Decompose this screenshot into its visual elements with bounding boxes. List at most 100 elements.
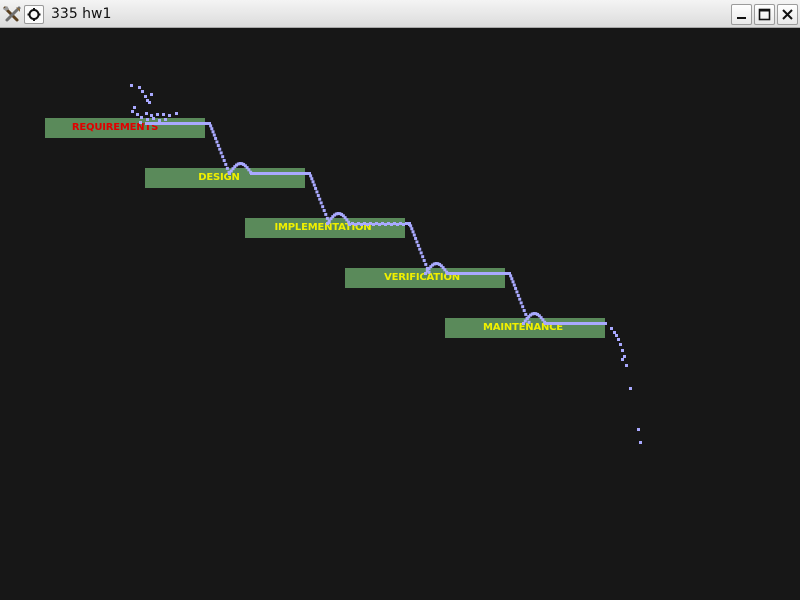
water-particle (175, 112, 178, 115)
water-particle (268, 172, 271, 175)
water-particle (441, 266, 445, 270)
water-particle (225, 166, 229, 170)
water-particle (292, 172, 295, 175)
water-particle (534, 312, 538, 316)
water-particle (539, 316, 543, 320)
window-title: 335 hw1 (51, 6, 112, 22)
water-particle (215, 140, 219, 144)
water-particle (329, 217, 333, 221)
water-particle (228, 172, 231, 175)
water-particle (562, 322, 565, 325)
water-particle (488, 272, 491, 275)
water-particle (485, 272, 488, 275)
water-particle (556, 322, 559, 325)
water-particle (175, 122, 178, 125)
water-particle (510, 277, 514, 281)
water-particle (574, 322, 577, 325)
water-particle (256, 172, 259, 175)
water-particle (148, 101, 151, 104)
water-particle (160, 122, 163, 125)
water-particle (419, 251, 423, 255)
water-particle (162, 113, 165, 116)
water-particle (309, 174, 313, 178)
water-particle (214, 136, 218, 140)
water-particle (343, 216, 347, 220)
water-particle (511, 280, 515, 284)
water-particle (259, 172, 262, 175)
water-particle (637, 428, 640, 431)
water-particle (163, 122, 166, 125)
water-particle (399, 222, 402, 225)
water-particle (421, 255, 425, 259)
water-particle (443, 268, 447, 272)
water-particle (148, 122, 151, 125)
water-particle (516, 294, 520, 298)
waterfall-canvas[interactable]: REQUIREMENTS DESIGN IMPLEMENTATION VERIF… (0, 28, 800, 600)
water-particle (412, 233, 416, 237)
water-particle (405, 222, 408, 225)
water-particle (446, 272, 449, 275)
water-particle (601, 322, 604, 325)
water-particle (130, 84, 133, 87)
water-particle (324, 212, 328, 216)
water-particle (414, 236, 418, 240)
water-particle (577, 322, 580, 325)
maximize-button[interactable] (754, 4, 775, 25)
water-particle (470, 272, 473, 275)
water-particle (316, 194, 320, 198)
water-particle (216, 144, 220, 148)
water-particle (140, 116, 143, 119)
water-particle (523, 319, 527, 323)
water-particle (427, 270, 431, 274)
water-particle (550, 322, 553, 325)
title-bar[interactable]: 335 hw1 (0, 0, 800, 28)
water-particle (424, 272, 427, 275)
water-particle (458, 272, 461, 275)
water-particle (615, 334, 618, 337)
window-menu-icon[interactable] (24, 5, 44, 24)
close-button[interactable] (777, 4, 798, 25)
water-particle (199, 122, 202, 125)
water-particle (208, 122, 211, 125)
water-particle (424, 262, 428, 266)
water-particle (253, 172, 256, 175)
water-particle (508, 272, 511, 275)
water-particle (310, 177, 314, 181)
water-particle (452, 272, 455, 275)
water-particle (145, 122, 148, 125)
water-particle (571, 322, 574, 325)
water-particle (604, 322, 607, 325)
water-particle (522, 322, 525, 325)
water-particle (319, 201, 323, 205)
water-particle (321, 205, 325, 209)
water-particle (418, 247, 422, 251)
water-particle (464, 272, 467, 275)
water-particle (354, 223, 357, 226)
water-particle (518, 297, 522, 301)
tools-icon[interactable] (2, 5, 22, 25)
water-particle (211, 130, 215, 134)
stage-label-verification: VERIFICATION (384, 272, 460, 283)
water-particle (338, 212, 342, 216)
water-particle (583, 322, 586, 325)
water-particle (415, 240, 419, 244)
water-particle (565, 322, 568, 325)
water-particle (345, 218, 349, 222)
water-particle (210, 127, 214, 131)
water-particle (432, 262, 436, 266)
water-particle (304, 172, 307, 175)
water-particle (393, 222, 396, 225)
water-particle (145, 112, 148, 115)
water-particle (439, 264, 443, 268)
water-particle (209, 124, 213, 128)
water-particle (146, 99, 149, 102)
water-particle (336, 212, 340, 216)
minimize-button[interactable] (731, 4, 752, 25)
water-particle (164, 118, 167, 121)
water-particle (314, 186, 318, 190)
water-particle (178, 122, 181, 125)
water-particle (334, 212, 338, 216)
water-particle (623, 355, 626, 358)
water-particle (184, 122, 187, 125)
water-particle (151, 122, 154, 125)
